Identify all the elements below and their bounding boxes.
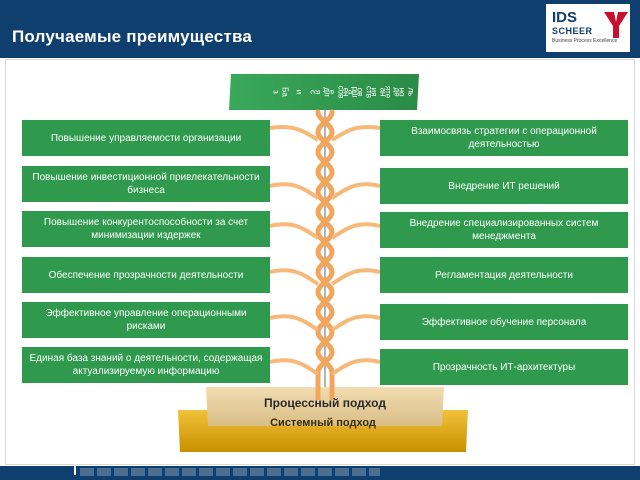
page-title: Получаемые преимущества (12, 27, 253, 46)
logo-ids-text: IDS (552, 9, 578, 26)
twisted-stem (315, 109, 335, 398)
left-benefit-box: Эффективное управление операционными рис… (22, 302, 270, 338)
system-approach-label: Системный подход (270, 417, 376, 429)
right-benefit-box: Эффективное обучение персонала (380, 304, 628, 340)
left-benefit-box: Повышение инвестиционной привлекательнос… (22, 166, 270, 202)
right-benefit-box: Внедрение ИТ решений (380, 168, 628, 204)
footer-faint-text (80, 468, 380, 476)
stem-roots (315, 386, 335, 400)
content-frame (5, 59, 635, 465)
banner-shape (229, 74, 419, 110)
right-benefit-box: Прозрачность ИТ-архитектуры (380, 349, 628, 385)
stem-branches (269, 125, 381, 376)
logo-mark-icon (604, 12, 628, 38)
right-benefit-box: Взаимосвязь стратегии с операционной дея… (380, 120, 628, 156)
banner-line: сти (420, 85, 430, 99)
process-base (206, 387, 444, 426)
ids-scheer-logo: IDS SCHEER Business Process Excellence (546, 4, 630, 52)
right-benefit-box: Регламентация деятельности (380, 257, 628, 293)
footer-bar (0, 466, 640, 480)
header-bar: Получаемые преимущества IDS SCHEER Busin… (0, 0, 640, 58)
process-approach-label: Процессный подход (264, 396, 386, 410)
left-benefit-box: Повышение конкурентоспособности за счет … (22, 211, 270, 247)
logo-tagline: Business Process Excellence (552, 38, 618, 44)
logo-scheer-text: SCHEER (552, 26, 593, 36)
footer-marker (74, 466, 76, 475)
left-benefit-box: Единая база знаний о деятельности, содер… (22, 347, 270, 383)
left-benefit-box: Повышение управляемости организации (22, 120, 270, 156)
right-benefit-box: Внедрение специализированных систем мене… (380, 212, 628, 248)
left-benefit-box: Обеспечение прозрачности деятельности (22, 257, 270, 293)
